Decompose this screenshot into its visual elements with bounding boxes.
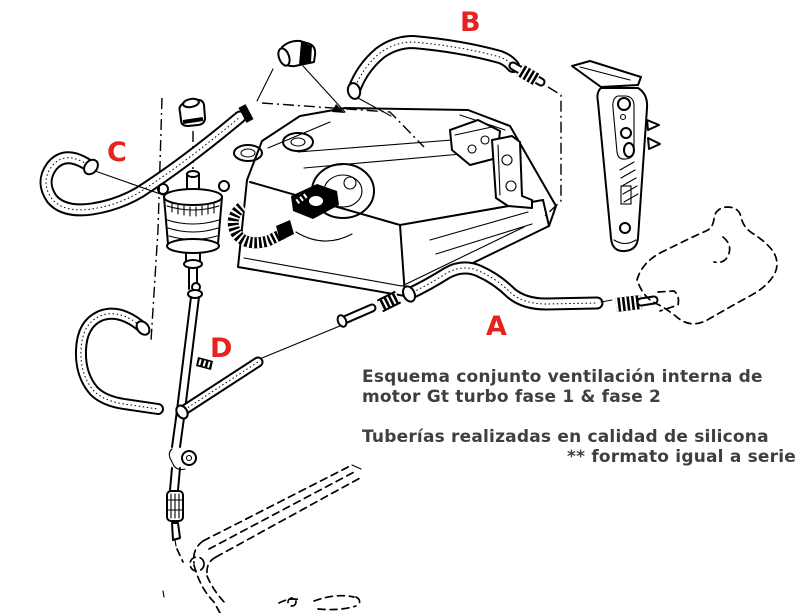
label-hose-c: C <box>107 137 127 168</box>
label-hose-d: D <box>210 333 233 364</box>
elbow-opening <box>277 47 291 67</box>
chassis-frame-phantom <box>162 464 362 613</box>
caption-line-3: Tuberías realizadas en calidad de silico… <box>362 427 769 447</box>
dipstick-tube <box>166 282 213 547</box>
phantom-intake-hose <box>636 206 778 325</box>
label-hose-a: A <box>486 311 507 342</box>
hose-b <box>346 34 546 117</box>
caption-line-2: motor Gt turbo fase 1 & fase 2 <box>362 387 662 407</box>
hose-a <box>336 261 680 328</box>
breather-elbow-top <box>256 39 346 113</box>
cover-bolt-bracket <box>491 135 533 209</box>
caption-line-1: Esquema conjunto ventilación interna de <box>362 367 763 387</box>
label-hose-b: B <box>460 7 481 38</box>
assembly-centerlines <box>150 86 562 342</box>
support-bracket <box>571 60 661 253</box>
hose-d <box>175 320 353 420</box>
hose-a-opening <box>401 285 417 303</box>
caption-block: Esquema conjunto ventilación interna de … <box>362 367 796 467</box>
tube-clip <box>181 450 197 466</box>
caption-line-4: ** formato igual a serie <box>567 447 796 467</box>
valve-cover <box>227 107 557 297</box>
caption-gap <box>362 407 796 427</box>
hose-c-clamp <box>238 104 254 123</box>
breather-elbow-small <box>178 97 206 127</box>
hose-c <box>39 104 254 217</box>
hose-b-opening <box>346 82 362 100</box>
oil-separator-canister <box>157 170 230 290</box>
hose-d-curved <box>74 307 164 415</box>
